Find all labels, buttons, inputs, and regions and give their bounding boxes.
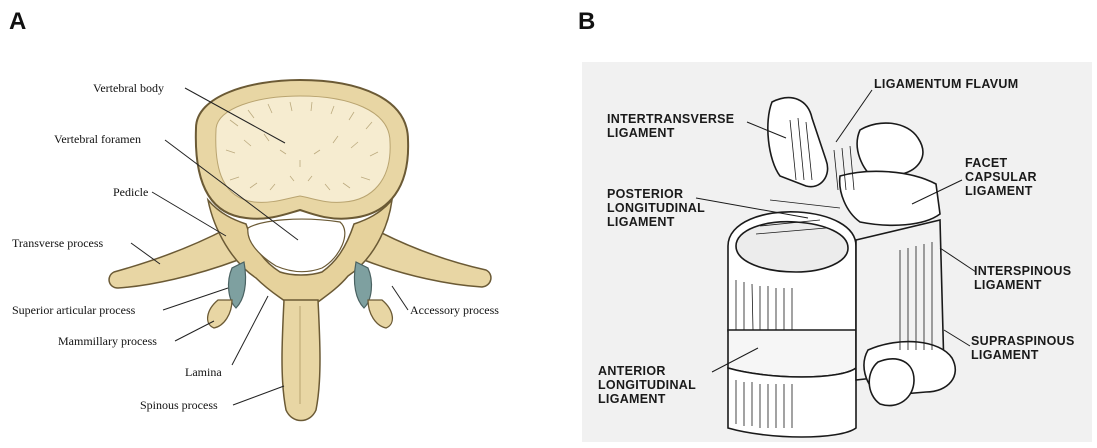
label-ligamentum-flavum: LIGAMENTUM FLAVUM: [874, 77, 1018, 91]
label-facet-capsular-ligament: FACET CAPSULAR LIGAMENT: [965, 156, 1037, 198]
label-supraspinous-ligament: SUPRASPINOUS LIGAMENT: [971, 334, 1075, 362]
label-posterior-longitudinal-ligament: POSTERIOR LONGITUDINAL LIGAMENT: [607, 187, 705, 229]
upper-lamina: [768, 98, 828, 187]
upper-endplate: [736, 222, 848, 272]
label-interspinous-ligament: INTERSPINOUS LIGAMENT: [974, 264, 1071, 292]
lower-facet: [869, 359, 914, 406]
spinal-segment-drawing: [728, 98, 955, 437]
label-intertransverse-ligament: INTERTRANSVERSE LIGAMENT: [607, 112, 734, 140]
label-anterior-longitudinal-ligament: ANTERIOR LONGITUDINAL LIGAMENT: [598, 364, 696, 406]
